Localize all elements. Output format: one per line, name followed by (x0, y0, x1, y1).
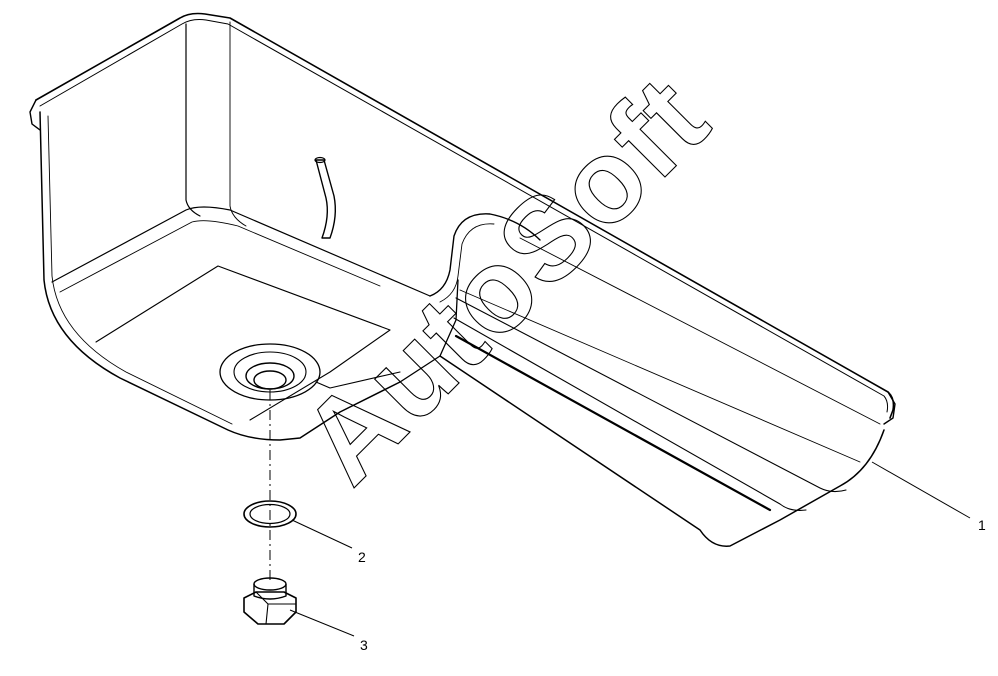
sump-left-wall-inner (47, 115, 233, 425)
step-front-edge (399, 279, 459, 383)
oil-pan-part (29, 12, 896, 547)
shallow-section-rib-2 (459, 289, 861, 463)
drain-plug-hex-face (255, 591, 296, 625)
drain-plug-thread (253, 584, 287, 600)
callout-3: 3 (360, 637, 368, 653)
watermark-text: AutoSoft (277, 52, 734, 509)
step-wall-inner (439, 223, 495, 303)
drain-hole (253, 370, 287, 390)
dipstick-tube-opening (314, 156, 326, 164)
sump-floor-inner-edge (59, 220, 381, 293)
shallow-section-ledge-1 (455, 297, 847, 493)
drain-boss-mid (233, 351, 307, 393)
pan-flange-front (35, 12, 895, 419)
sump-bottom-face (95, 265, 391, 421)
pan-flange-front-inner (39, 19, 889, 413)
sump-floor-top-edge (51, 206, 431, 297)
drain-boss-seat (245, 362, 295, 390)
shallow-section-bottom (439, 355, 885, 547)
shallow-section-ledge-2 (453, 317, 807, 511)
sump-corner-edge-2 (229, 21, 247, 227)
dipstick-tube (315, 159, 337, 239)
leader-lines (289, 461, 971, 637)
sump-corner-edge (185, 23, 201, 217)
shallow-section-rib-3 (519, 237, 881, 425)
sealing-ring-part (243, 500, 297, 528)
sump-left-wall (39, 111, 401, 441)
drain-boss-lead (315, 371, 401, 389)
drain-plug-thread-top (253, 577, 287, 591)
leader-line-3 (289, 609, 355, 637)
pan-flange-right-lip (883, 391, 896, 425)
leader-line-1 (871, 461, 971, 519)
pan-flange-left-lip (29, 99, 41, 131)
callout-1: 1 (978, 517, 986, 533)
drain-plug-part (243, 577, 297, 625)
sealing-ring-inner (249, 503, 291, 525)
sealing-ring-outer (243, 500, 297, 528)
drain-plug-hex (243, 591, 297, 625)
step-wall (429, 213, 541, 297)
leader-line-2 (291, 519, 353, 549)
shallow-section-rib (454, 334, 772, 512)
callout-2: 2 (358, 549, 366, 565)
